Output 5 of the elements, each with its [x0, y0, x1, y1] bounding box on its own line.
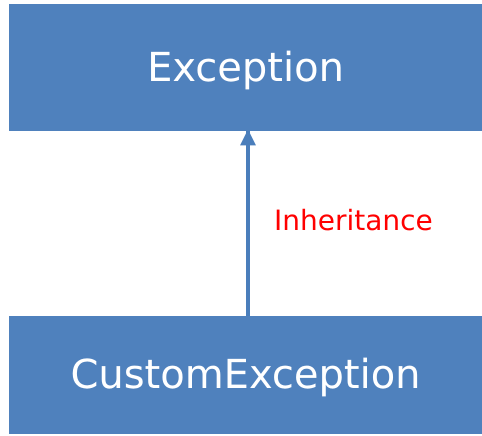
class-box	[9, 4, 482, 131]
class-name: Exception	[147, 44, 344, 90]
class-box	[9, 316, 482, 434]
class-name: CustomException	[70, 352, 421, 398]
inheritance-arrow	[240, 129, 256, 316]
